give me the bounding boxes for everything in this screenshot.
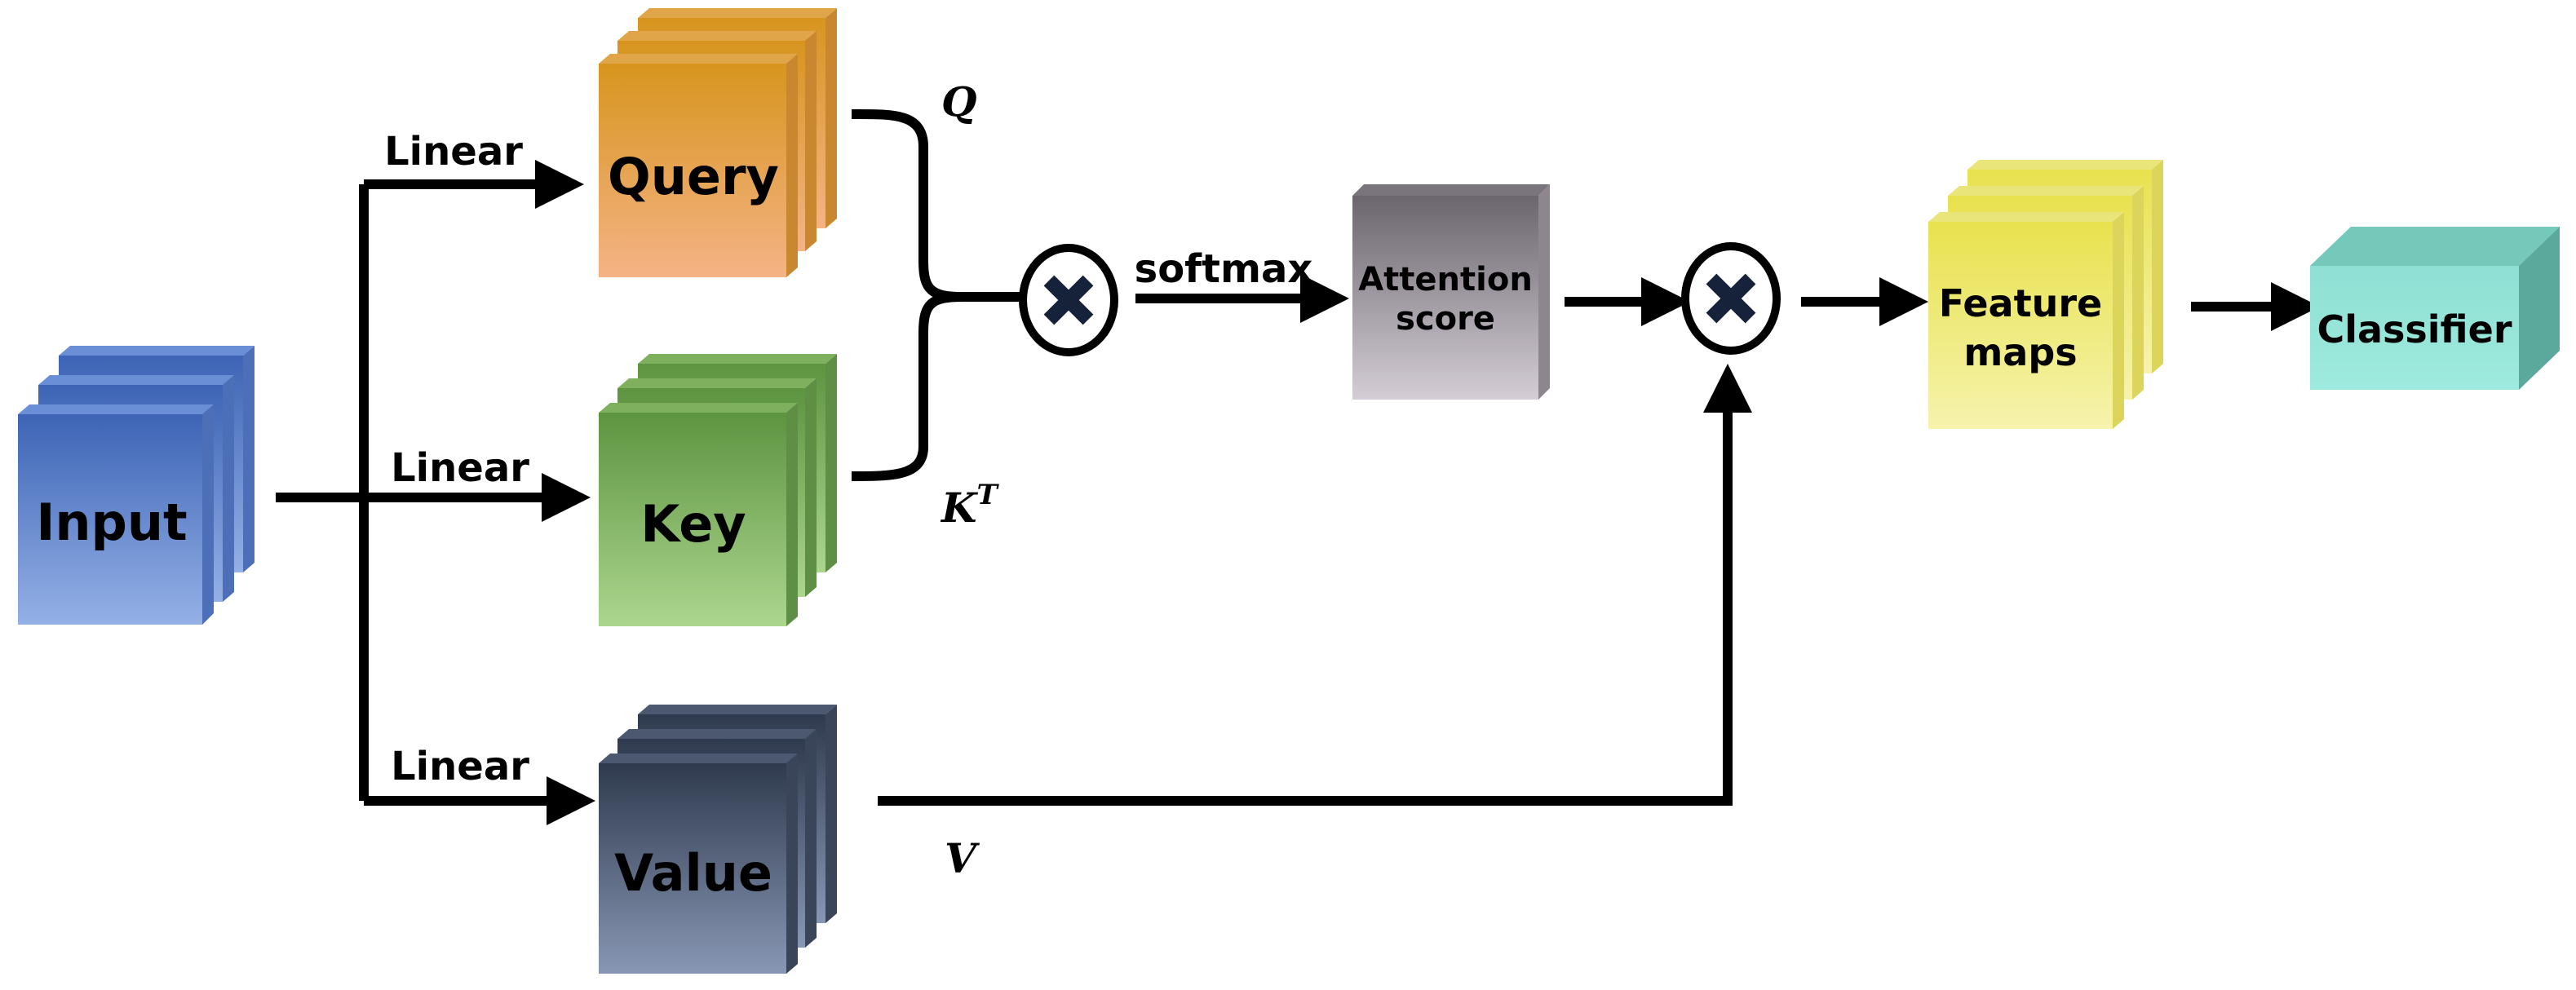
- linear-key-label: Linear: [391, 445, 529, 491]
- feature-maps-stack: Feature maps: [1928, 160, 2163, 429]
- attention-label-line2: score: [1396, 300, 1495, 338]
- multiply-icon: [1706, 273, 1756, 324]
- key-label: Key: [640, 494, 746, 554]
- classifier-label: Classifier: [2317, 307, 2512, 351]
- q-symbol: Q: [941, 77, 977, 126]
- qk-brace: [851, 108, 963, 481]
- linear-value-label: Linear: [391, 744, 529, 789]
- linear-query-label: Linear: [384, 129, 523, 175]
- value-stack: Value: [599, 705, 837, 974]
- multiply-icon: [1043, 275, 1094, 325]
- value-label: Value: [614, 843, 772, 903]
- input-stack: Input: [18, 346, 255, 625]
- input-label: Input: [36, 493, 187, 552]
- attention-score-box: Attention score: [1352, 184, 1550, 400]
- input-connectors: [276, 160, 595, 825]
- kt-symbol: KT: [940, 479, 999, 532]
- v-symbol: V: [945, 834, 980, 882]
- feature-layer-front: [1928, 212, 2124, 429]
- query-label: Query: [608, 147, 779, 206]
- feature-label-line1: Feature: [1939, 281, 2102, 325]
- v-connector: [878, 440, 1733, 806]
- key-layer-front: [599, 403, 798, 626]
- input-layer-front: [18, 404, 214, 625]
- softmax-label: softmax: [1135, 246, 1313, 292]
- query-stack: Query: [599, 8, 837, 277]
- multiply-node-2: [1681, 242, 1781, 355]
- classifier-box: Classifier: [2310, 227, 2560, 390]
- attention-label-line1: Attention: [1358, 261, 1533, 298]
- value-layer-front: [599, 754, 798, 974]
- feature-label-line2: maps: [1963, 330, 2077, 374]
- query-layer-front: [599, 54, 798, 277]
- key-stack: Key: [599, 354, 837, 626]
- multiply-node-1: [1019, 244, 1118, 356]
